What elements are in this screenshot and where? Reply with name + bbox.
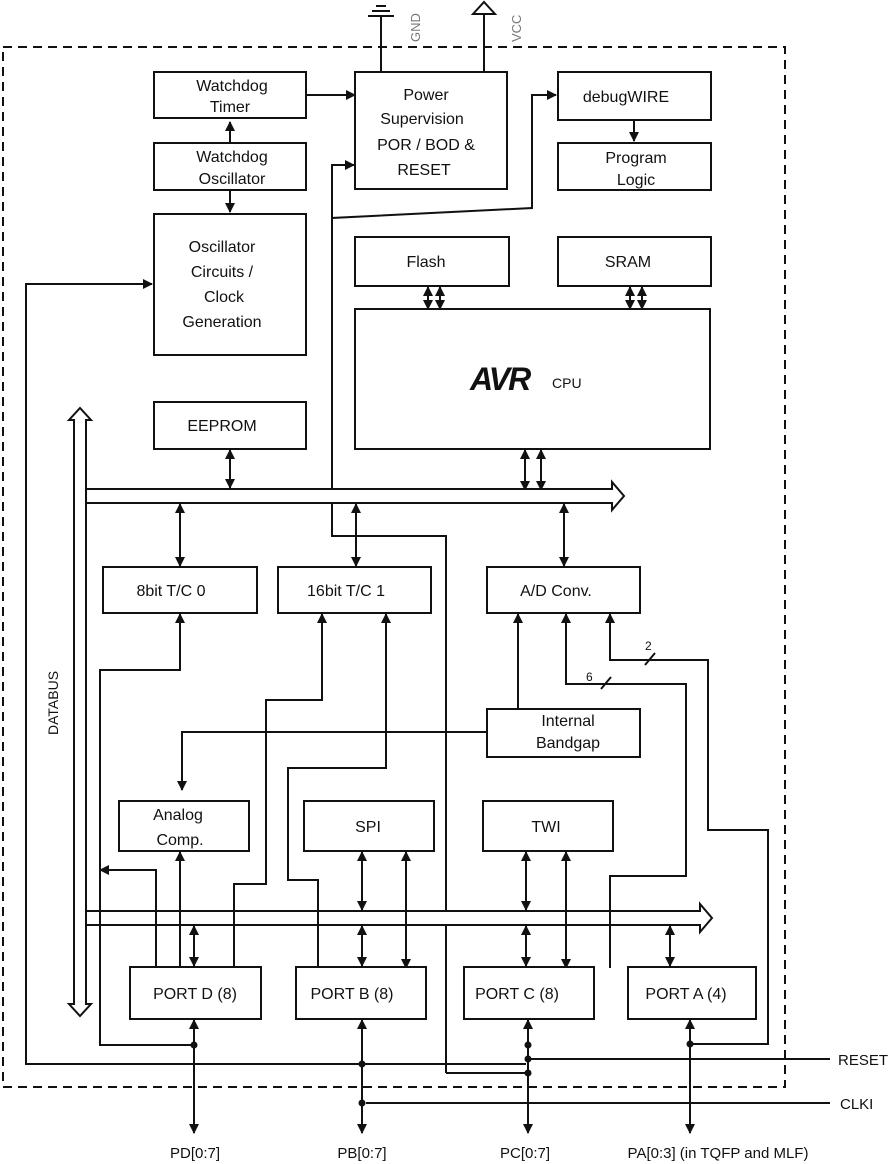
analog-comparator-block: Analog Comp. [118,800,250,852]
avr-logo: AVR [469,361,531,397]
oscillator-clock-block: Oscillator Circuits / Clock Generation [153,213,307,356]
timer-counter-1-block: 16bit T/C 1 [277,566,432,614]
svg-text:Oscillator: Oscillator [199,171,266,188]
svg-text:Comp.: Comp. [156,832,203,849]
svg-text:Analog: Analog [153,807,203,824]
eeprom-block: EEPROM [153,401,307,450]
chip-boundary [2,46,786,1088]
svg-text:Watchdog: Watchdog [196,78,267,95]
svg-text:Power: Power [403,87,449,104]
internal-bandgap-block: Internal Bandgap [486,708,641,758]
svg-text:CPU: CPU [552,375,582,391]
watchdog-timer-block: Watchdog Timer [153,71,307,119]
svg-text:SPI: SPI [355,819,381,836]
adc-bus-width-2: 2 [645,639,652,653]
svg-text:Program: Program [605,150,666,167]
spi-block: SPI [303,800,435,852]
port-d-pins-label: PD[0:7] [170,1145,220,1162]
debugwire-block: debugWIRE [557,71,712,121]
svg-text:Timer: Timer [210,99,251,116]
power-supervision-block: Power Supervision POR / BOD & RESET [354,71,508,190]
port-d-block: PORT D (8) [129,966,262,1020]
gnd-label: GND [408,13,423,42]
avr-cpu-block: AVR CPU [354,308,711,450]
svg-text:Oscillator: Oscillator [189,239,256,256]
adc-bus-width-6: 6 [586,670,593,684]
port-c-pins-label: PC[0:7] [500,1145,550,1162]
vcc-label: VCC [509,15,524,42]
svg-text:EEPROM: EEPROM [187,418,256,435]
svg-text:RESET: RESET [397,162,451,179]
gnd-symbol [368,5,394,72]
svg-text:8bit T/C 0: 8bit T/C 0 [136,583,205,600]
port-b-block: PORT B (8) [295,966,427,1020]
svg-text:Circuits /: Circuits / [191,264,254,281]
port-a-block: PORT A (4) [627,966,757,1020]
program-logic-block: Program Logic [557,142,712,191]
svg-text:POR / BOD &: POR / BOD & [377,137,475,154]
clki-pin-label: CLKI [840,1096,873,1113]
reset-pin-label: RESET [838,1052,888,1069]
flash-block: Flash [354,236,510,287]
databus-label: DATABUS [45,671,61,735]
svg-text:16bit T/C 1: 16bit T/C 1 [307,583,385,600]
svg-text:Bandgap: Bandgap [536,735,600,752]
svg-text:Watchdog: Watchdog [196,149,267,166]
svg-text:Supervision: Supervision [380,111,464,128]
adc-block: A/D Conv. [486,566,641,614]
svg-text:debugWIRE: debugWIRE [583,89,669,106]
svg-text:A/D Conv.: A/D Conv. [520,583,592,600]
svg-text:PORT C (8): PORT C (8) [475,986,559,1003]
port-a-pins-label: PA[0:3] (in TQFP and MLF) [628,1145,809,1162]
watchdog-oscillator-block: Watchdog Oscillator [153,142,307,191]
sram-block: SRAM [557,236,712,287]
junction-dots [190,1040,694,1107]
svg-text:Generation: Generation [182,314,261,331]
svg-text:Logic: Logic [617,172,655,189]
port-c-block: PORT C (8) [463,966,595,1020]
svg-text:PORT D (8): PORT D (8) [153,986,237,1003]
timer-counter-0-block: 8bit T/C 0 [102,566,258,614]
svg-text:Clock: Clock [204,289,245,306]
svg-text:PORT A (4): PORT A (4) [645,986,726,1003]
port-b-pins-label: PB[0:7] [337,1145,386,1162]
svg-text:Flash: Flash [406,254,445,271]
svg-text:PORT B (8): PORT B (8) [311,986,394,1003]
vcc-symbol [470,0,498,72]
svg-text:TWI: TWI [531,819,560,836]
twi-block: TWI [482,800,614,852]
svg-text:Internal: Internal [541,713,594,730]
svg-text:SRAM: SRAM [605,254,651,271]
